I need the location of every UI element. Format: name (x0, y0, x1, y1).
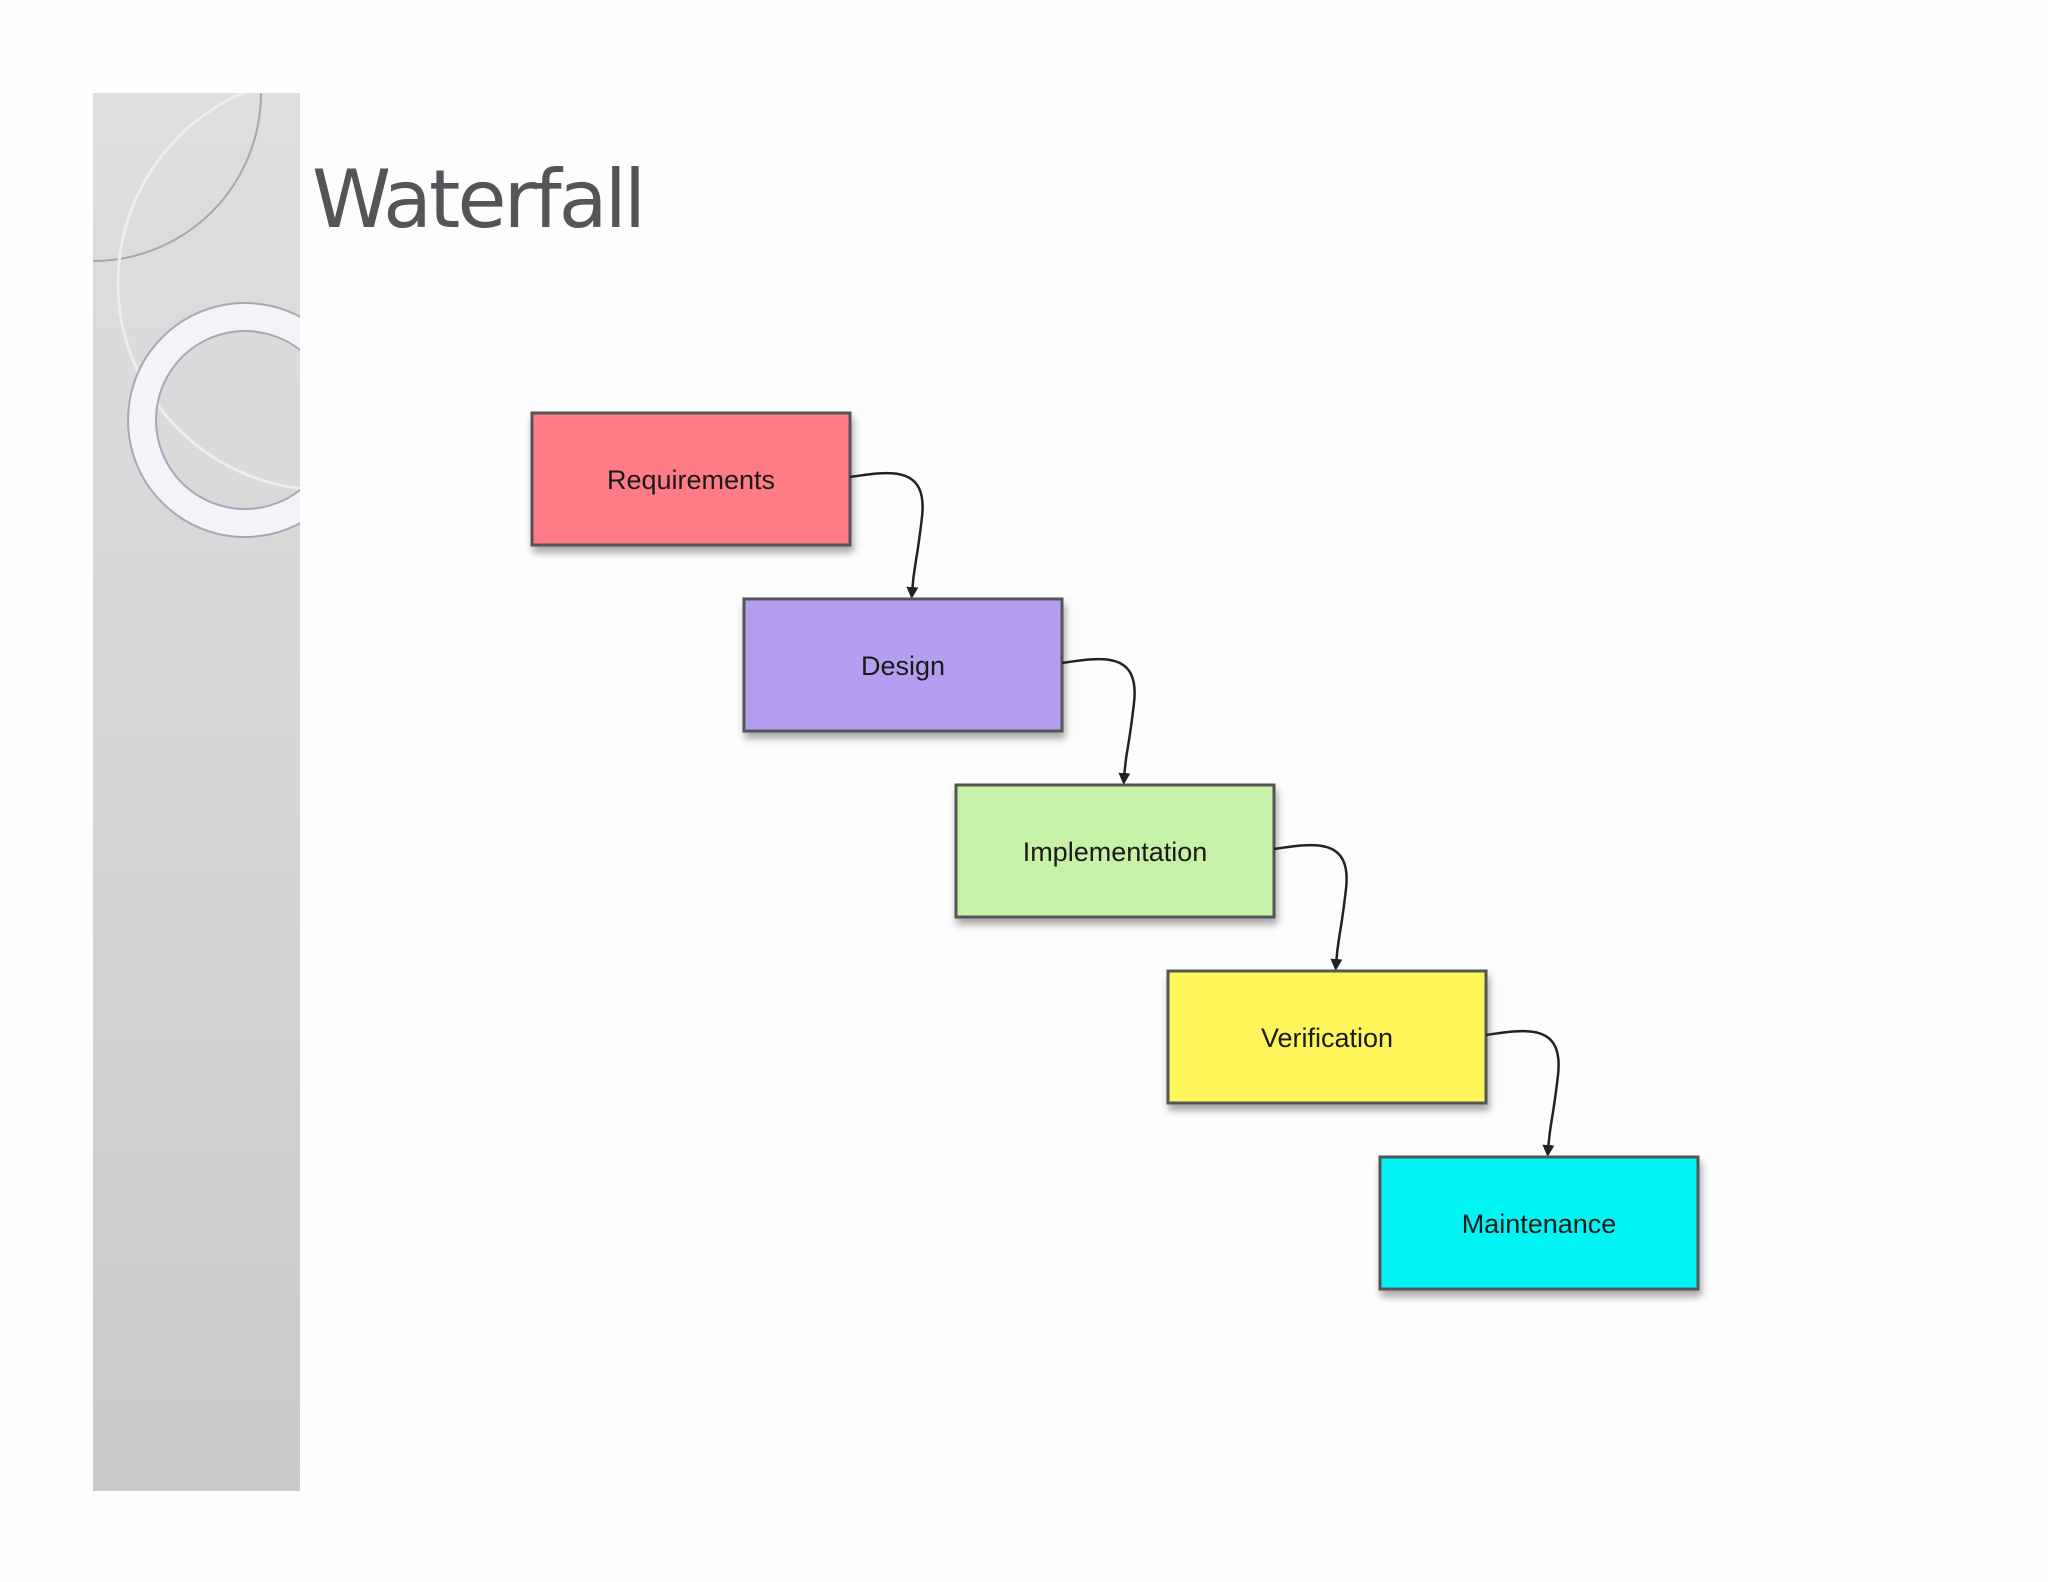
step-design: Design (742, 597, 1064, 733)
flow-arrow-design (1061, 657, 1136, 785)
arc-large (116, 93, 300, 490)
sidebar-panel (93, 93, 300, 1491)
ring-edge-inner (155, 330, 300, 510)
flow-arrow-verification (1485, 1029, 1560, 1157)
arc-top (93, 93, 262, 262)
ring-outer (129, 304, 300, 536)
step-label-verification: Verification (1261, 1023, 1393, 1053)
flow-arrow-requirements (849, 471, 924, 599)
step-box-implementation (954, 783, 1276, 919)
step-maintenance: Maintenance (1378, 1155, 1700, 1291)
ring-edge-outer (127, 302, 300, 538)
flow-arrow-implementation (1273, 843, 1348, 971)
step-label-implementation: Implementation (1023, 837, 1208, 867)
steps-layer: RequirementsDesignImplementationVerifica… (530, 411, 1700, 1291)
step-implementation: Implementation (954, 783, 1276, 919)
step-verification: Verification (1166, 969, 1488, 1105)
step-box-requirements (530, 411, 852, 547)
slide-title: Waterfall (312, 153, 646, 246)
step-box-maintenance (1378, 1155, 1700, 1291)
step-label-requirements: Requirements (607, 465, 775, 495)
step-box-verification (1166, 969, 1488, 1105)
decorative-circles (93, 93, 300, 538)
step-label-design: Design (861, 651, 945, 681)
step-box-design (742, 597, 1064, 733)
step-requirements: Requirements (530, 411, 852, 547)
step-label-maintenance: Maintenance (1462, 1209, 1617, 1239)
